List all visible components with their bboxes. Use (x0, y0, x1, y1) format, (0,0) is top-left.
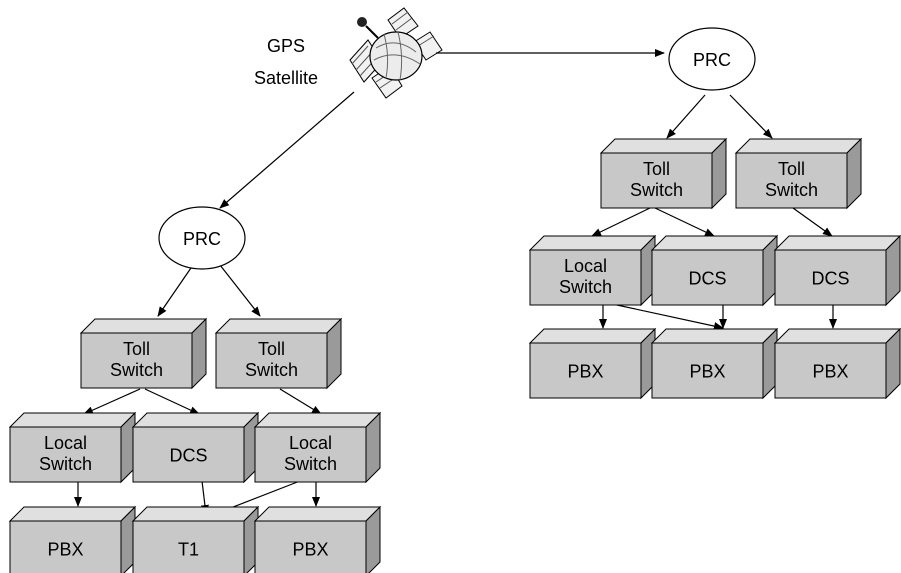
arrow-lprc-toll-b (219, 264, 261, 317)
left-prc-node: PRC (158, 206, 246, 270)
right-pbx-b-front-face (651, 342, 764, 399)
right-pbx-a-front-face (529, 342, 642, 399)
right-dcs-b: DCS (773, 234, 901, 307)
arrow-sat-to-left-prc (219, 91, 355, 209)
right-toll-switch-b-label-line1: Toll (778, 159, 805, 179)
right-dcs-b-top-face (773, 235, 901, 251)
right-dcs-a-front-face (651, 249, 764, 306)
left-pbx-a-top-face (8, 506, 137, 522)
satellite-label-gps: GPS (267, 36, 305, 56)
left-t1: T1 (131, 505, 260, 573)
left-toll-switch-b-label-line1: Toll (258, 339, 285, 359)
right-toll-switch-b-front-face (735, 152, 848, 209)
left-local-switch-a-label-line2: Switch (39, 454, 92, 474)
right-pbx-c-top-face (773, 328, 901, 344)
left-toll-switch-a-front-face (80, 332, 193, 389)
right-prc-node: PRC (668, 27, 756, 91)
left-toll-switch-b-top-face (214, 318, 343, 334)
right-dcs-a-label-line1: DCS (688, 269, 726, 289)
right-pbx-a: PBX (528, 327, 657, 400)
left-local-switch-b-front-face (254, 426, 367, 483)
arrow-rprc-toll-b (729, 94, 773, 139)
right-pbx-a-label-line1: PBX (567, 362, 603, 382)
left-dcs-label-line1: DCS (169, 446, 207, 466)
right-pbx-c-front-face (774, 342, 887, 399)
left-dcs-front-face (132, 426, 245, 483)
left-local-switch-a-label-line1: Local (44, 433, 87, 453)
arrow-rtoll-a-local (591, 207, 651, 237)
left-pbx-b: PBX (253, 505, 382, 573)
left-pbx-a-front-face (9, 520, 122, 573)
right-toll-switch-a-label-line1: Toll (643, 159, 670, 179)
left-pbx-b-label-line1: PBX (292, 540, 328, 560)
right-dcs-b-label-line1: DCS (811, 269, 849, 289)
right-toll-switch-a-top-face (599, 138, 728, 154)
right-toll-switch-b-top-face (734, 138, 863, 154)
left-t1-top-face (131, 506, 260, 522)
arrow-ltoll-a-dcs (144, 388, 200, 415)
left-pbx-a: PBX (8, 505, 137, 573)
right-dcs-a-top-face (650, 235, 779, 251)
left-prc-label: PRC (183, 229, 221, 249)
left-pbx-b-top-face (253, 506, 382, 522)
right-local-switch-label-line1: Local (564, 256, 607, 276)
left-toll-switch-a-label-line2: Switch (110, 360, 163, 380)
left-toll-switch-a-top-face (79, 318, 208, 334)
left-t1-label-line1: T1 (178, 540, 199, 560)
left-toll-switch-b-front-face (215, 332, 328, 389)
right-pbx-c-label-line1: PBX (812, 362, 848, 382)
left-local-switch-a-top-face (8, 412, 137, 428)
left-toll-switch-a-label-line1: Toll (123, 339, 150, 359)
right-toll-switch-a-front-face (600, 152, 713, 209)
arrow-lprc-toll-a (157, 264, 194, 317)
right-toll-switch-b-label-line2: Switch (765, 180, 818, 200)
right-pbx-b: PBX (650, 327, 779, 400)
left-pbx-b-front-face (254, 520, 367, 573)
right-local-switch-top-face (528, 235, 657, 251)
left-t1-front-face (132, 520, 245, 573)
arrow-ltoll-a-local (83, 388, 141, 415)
right-local-switch-label-line2: Switch (559, 277, 612, 297)
right-local-switch-front-face (529, 249, 642, 306)
right-prc-label: PRC (693, 50, 731, 70)
arrow-rlocal-pbx-b (602, 301, 724, 331)
right-pbx-a-top-face (528, 328, 657, 344)
left-local-switch-b-label-line2: Switch (284, 454, 337, 474)
arrow-rtoll-b-dcs (792, 207, 833, 237)
left-local-switch-b-label-line1: Local (289, 433, 332, 453)
left-pbx-a-label-line1: PBX (47, 540, 83, 560)
left-local-switch-b-top-face (253, 412, 382, 428)
arrow-ltoll-b-local (279, 388, 322, 415)
left-dcs-top-face (131, 412, 260, 428)
connectors (74, 49, 837, 517)
right-pbx-b-label-line1: PBX (689, 362, 725, 382)
arrow-rprc-toll-a (666, 94, 706, 139)
right-dcs-b-front-face (774, 249, 887, 306)
left-dcs: DCS (131, 411, 260, 484)
satellite-icon (349, 7, 443, 99)
arrow-rtoll-a-dcs (654, 207, 715, 237)
satellite-label-satellite: Satellite (254, 68, 318, 88)
right-dcs-a: DCS (650, 234, 779, 307)
right-pbx-c: PBX (773, 327, 901, 400)
left-toll-switch-b-label-line2: Switch (245, 360, 298, 380)
left-local-switch-a-front-face (9, 426, 122, 483)
right-toll-switch-a-label-line2: Switch (630, 180, 683, 200)
right-pbx-b-top-face (650, 328, 779, 344)
